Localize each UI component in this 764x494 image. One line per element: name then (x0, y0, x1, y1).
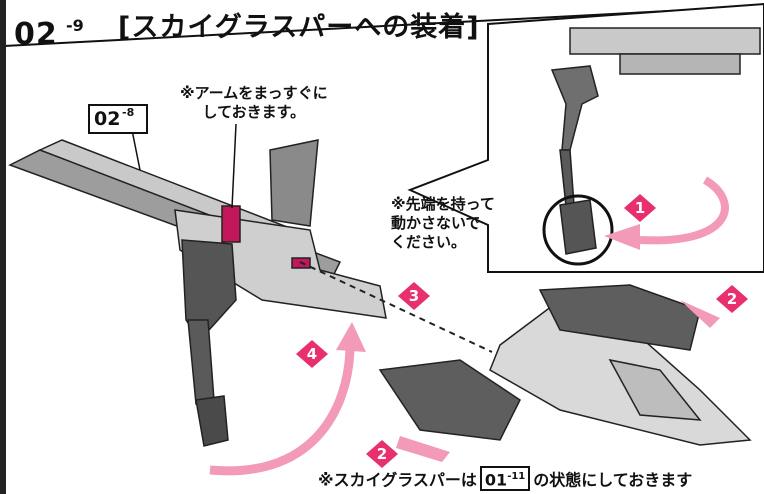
marker-2-bottom (366, 440, 398, 468)
arrow-4 (209, 344, 355, 476)
marker-3 (398, 282, 430, 310)
step-number: 02 (14, 17, 58, 52)
step-sub-number: -9 (66, 16, 84, 35)
inset-arrow-head (604, 224, 640, 250)
tip-note: ※先端を持って 動かさないで ください。 (391, 195, 495, 252)
footer-ref-number: 01 (484, 470, 508, 490)
footer-suffix: の状態にしておきます (533, 470, 693, 490)
tip-note-line1: ※先端を持って (391, 195, 495, 213)
marker-1 (624, 194, 656, 222)
footer-prefix: ※スカイグラスパーは (318, 470, 477, 490)
reference-sub: -8 (122, 106, 135, 119)
arrow-2-top (680, 300, 720, 328)
left-edge (0, 0, 6, 494)
inset-arm (550, 27, 761, 255)
reference-number: 02 (94, 108, 121, 130)
ref-leader (131, 129, 141, 171)
tip-note-line2: 動かさないで (391, 214, 481, 232)
marker-1-label: 1 (635, 199, 645, 217)
marker-2-bottom-label: 2 (377, 445, 387, 463)
reference-box: 02 -8 (88, 104, 148, 134)
marker-4-label: 4 (307, 345, 317, 363)
marker-2-top (716, 285, 748, 313)
arm-note-line1: ※アームをまっすぐに (180, 84, 328, 102)
insertion-guide (299, 261, 493, 353)
arrow-2-bottom (396, 436, 450, 462)
marker-3-label: 3 (409, 287, 419, 305)
arm-note-leader (231, 123, 237, 209)
step-badge: 02 -9 (4, 8, 112, 52)
marker-4 (296, 340, 328, 368)
tip-note-line3: ください。 (391, 233, 467, 251)
inset-arrow (639, 176, 729, 245)
tip-circle (542, 194, 614, 266)
arm-note-line2: しておきます。 (202, 103, 306, 121)
footer-ref-sub: -11 (507, 471, 526, 482)
arrow-4-head (336, 322, 366, 352)
marker-2-top-label: 2 (727, 290, 737, 308)
skygrasper (378, 284, 752, 446)
rifle-assembly (8, 139, 387, 447)
arm-note: ※アームをまっすぐに しておきます。 (180, 84, 328, 122)
footer-ref-box: 01-11 (479, 466, 531, 492)
step-title: [スカイグラスパーへの装着] (118, 12, 480, 43)
